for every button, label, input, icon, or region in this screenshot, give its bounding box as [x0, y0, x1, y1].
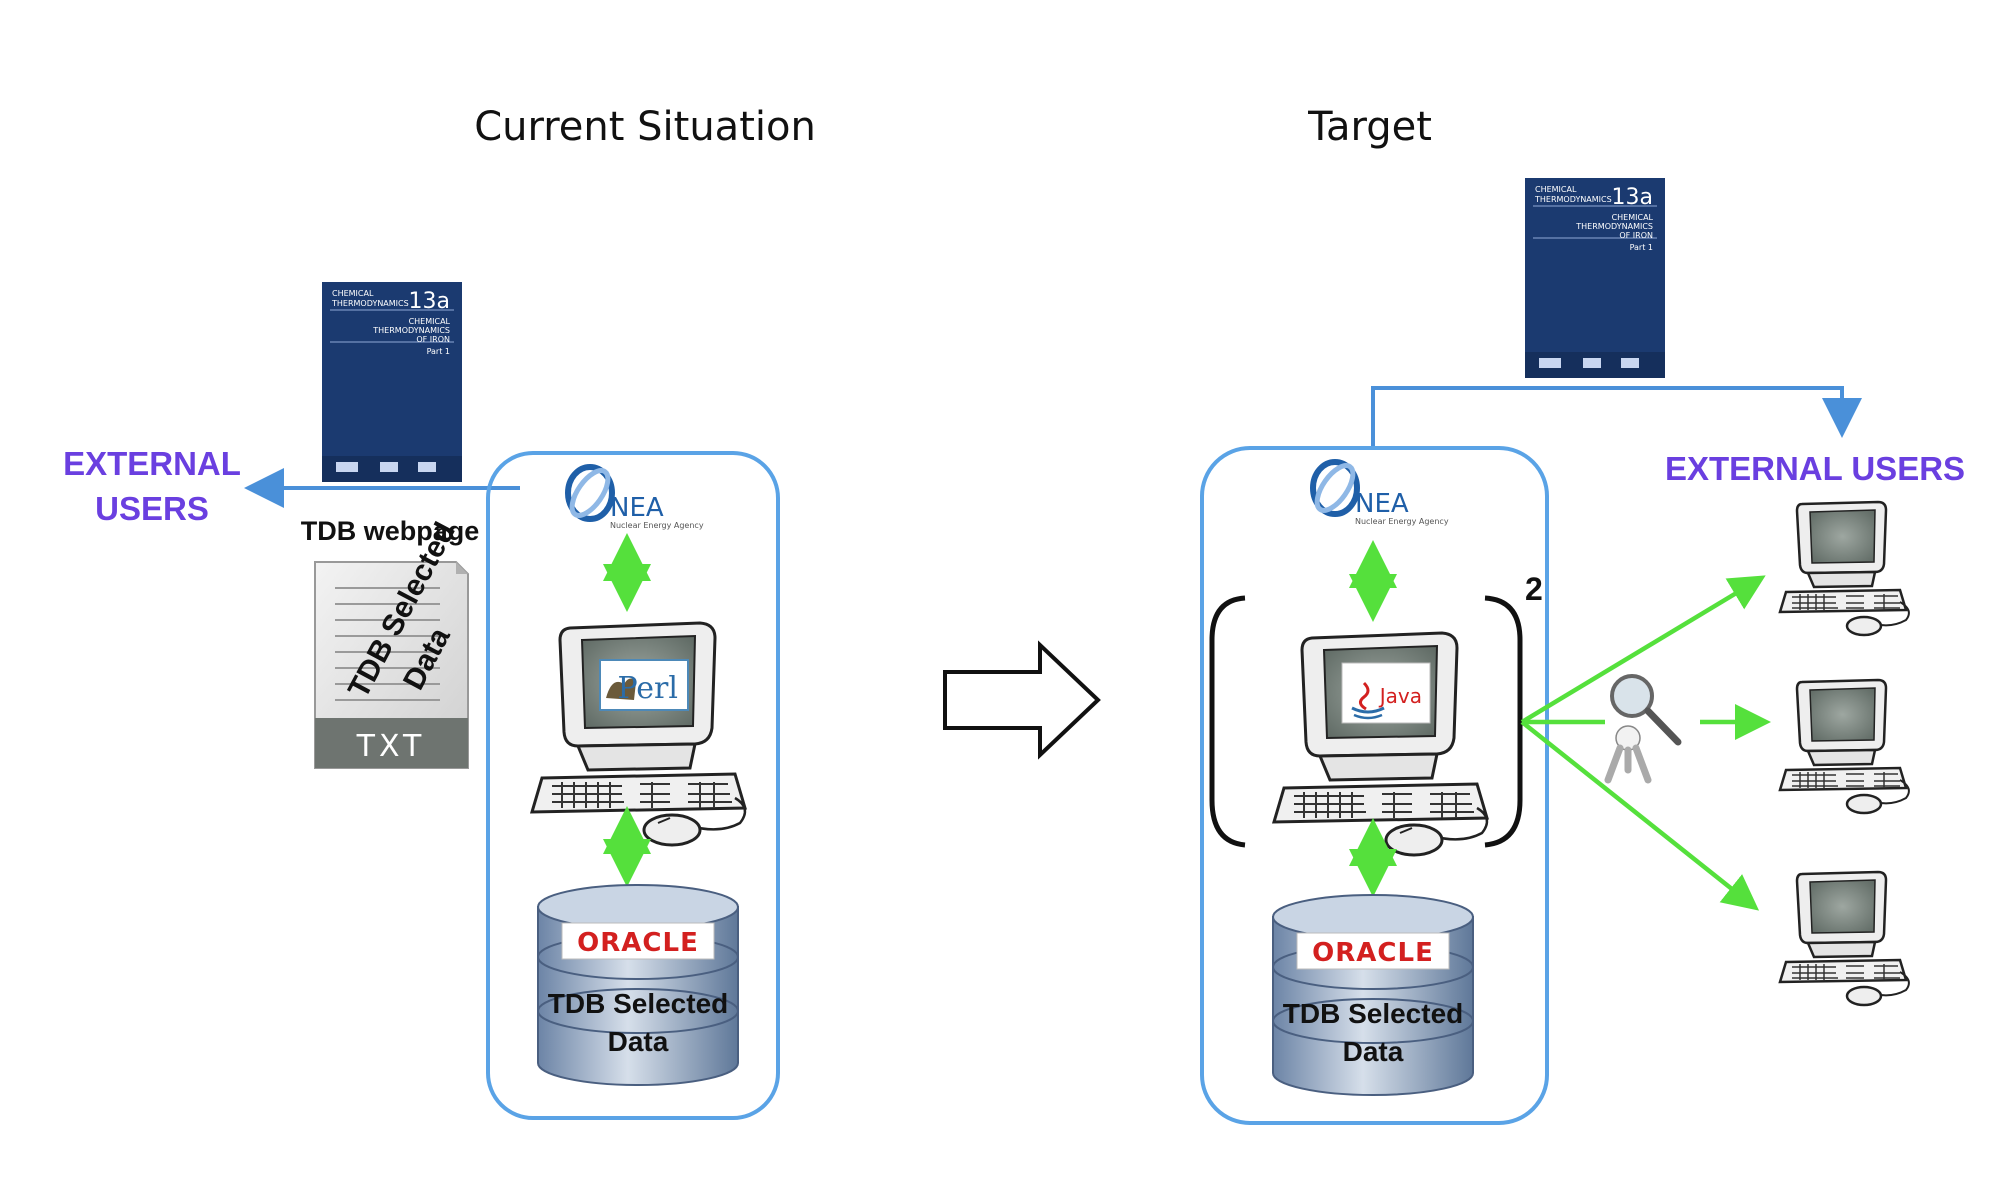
heading-target: Target	[1307, 104, 1432, 150]
book-cover-right: CHEMICAL THERMODYNAMICS 13a CHEMICAL THE…	[1524, 177, 1666, 379]
transition-arrow	[943, 640, 1101, 760]
user-computer-bottom	[1778, 870, 1911, 1007]
nea-logo-left: NEA Nuclear Energy Agency	[565, 465, 704, 530]
external-users-left-line2: USERS	[95, 490, 209, 527]
book-title-1-right: CHEMICAL	[1612, 213, 1654, 222]
nea-name-right: NEA	[1355, 489, 1409, 519]
db-label-left-line2: Data	[608, 1026, 669, 1057]
book-series-1-right: CHEMICAL	[1535, 185, 1577, 194]
oracle-label-right: ORACLE	[1312, 938, 1434, 968]
book-title-3: OF IRON	[416, 335, 450, 344]
arrow-to-user-top	[1520, 575, 1766, 724]
oracle-label-left: ORACLE	[577, 928, 699, 958]
txt-document: TDB Selected Data TXT	[314, 517, 469, 769]
book-series-1: CHEMICAL	[332, 289, 374, 298]
book-volume-right: 13a	[1612, 185, 1653, 210]
computer-perl: Perl	[530, 621, 747, 847]
txt-doc-extension: TXT	[356, 729, 426, 764]
target-system-panel	[1200, 446, 1549, 1125]
tdb-webpage-label: TDB webpage	[301, 516, 480, 546]
book-cover-left: CHEMICAL THERMODYNAMICS 13a CHEMICAL THE…	[321, 281, 463, 483]
arrow-to-user-bottom	[1520, 720, 1760, 911]
database-right: ORACLE TDB Selected Data	[1272, 894, 1474, 1096]
heading-current-situation: Current Situation	[474, 104, 816, 150]
db-label-right-line1: TDB Selected	[1283, 998, 1464, 1029]
current-system-panel	[486, 451, 780, 1120]
java-label: Java	[1378, 684, 1422, 708]
nea-sub-right: Nuclear Energy Agency	[1355, 517, 1449, 526]
database-left: ORACLE TDB Selected Data	[537, 884, 739, 1086]
book-volume: 13a	[409, 289, 450, 314]
bracket-right	[1484, 595, 1523, 848]
book-title-3-right: OF IRON	[1619, 231, 1653, 240]
superscript-two: 2	[1525, 571, 1543, 607]
arrow-panel-to-external-users-right	[1371, 386, 1862, 448]
user-computer-middle	[1778, 678, 1911, 815]
book-title-1: CHEMICAL	[409, 317, 451, 326]
nea-sub-left: Nuclear Energy Agency	[610, 521, 704, 530]
book-title-4: Part 1	[427, 347, 450, 356]
book-series-2-right: THERMODYNAMICS	[1534, 195, 1612, 204]
book-title-2: THERMODYNAMICS	[372, 326, 450, 335]
book-title-2-right: THERMODYNAMICS	[1575, 222, 1653, 231]
nea-name-left: NEA	[610, 493, 664, 523]
book-title-4-right: Part 1	[1630, 243, 1653, 252]
external-users-right: EXTERNAL USERS	[1665, 450, 1965, 487]
computer-java: Java	[1272, 631, 1489, 857]
bracket-left	[1209, 595, 1246, 848]
book-series-2: THERMODYNAMICS	[331, 299, 409, 308]
user-computer-top	[1778, 500, 1911, 637]
nea-logo-right: NEA Nuclear Energy Agency	[1310, 460, 1449, 526]
db-label-right-line2: Data	[1343, 1036, 1404, 1067]
search-figure	[1604, 674, 1682, 784]
perl-label: Perl	[617, 671, 678, 706]
external-users-left-line1: EXTERNAL	[63, 445, 241, 482]
db-label-left-line1: TDB Selected	[548, 988, 729, 1019]
